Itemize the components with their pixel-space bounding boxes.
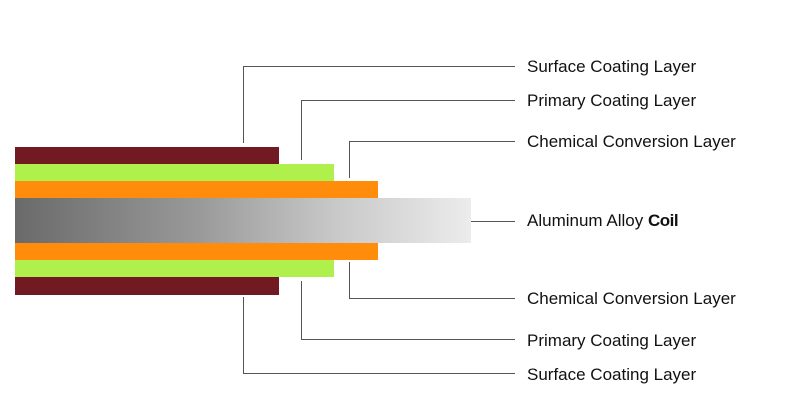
layer-aluminum-core [15, 198, 471, 243]
label-conversion-top: Chemical Conversion Layer [527, 132, 736, 151]
layer-primary-bottom [15, 260, 334, 277]
layer-conversion-top [15, 181, 378, 198]
label-alloy-coil: Coil [647, 211, 679, 230]
layer-surface-top [15, 147, 279, 164]
label-surface-top: Surface Coating Layer [527, 57, 697, 76]
label-conversion-bottom: Chemical Conversion Layer [527, 289, 736, 308]
label-primary-bottom: Primary Coating Layer [527, 331, 697, 350]
layer-conversion-bottom [15, 243, 378, 260]
layer-primary-top [15, 164, 334, 181]
label-alloy-text: Aluminum Alloy [527, 211, 644, 230]
label-surface-bottom: Surface Coating Layer [527, 365, 697, 384]
label-alloy: Aluminum Alloy Coil [527, 211, 679, 231]
label-primary-top: Primary Coating Layer [527, 91, 697, 110]
layer-surface-bottom [15, 277, 279, 295]
